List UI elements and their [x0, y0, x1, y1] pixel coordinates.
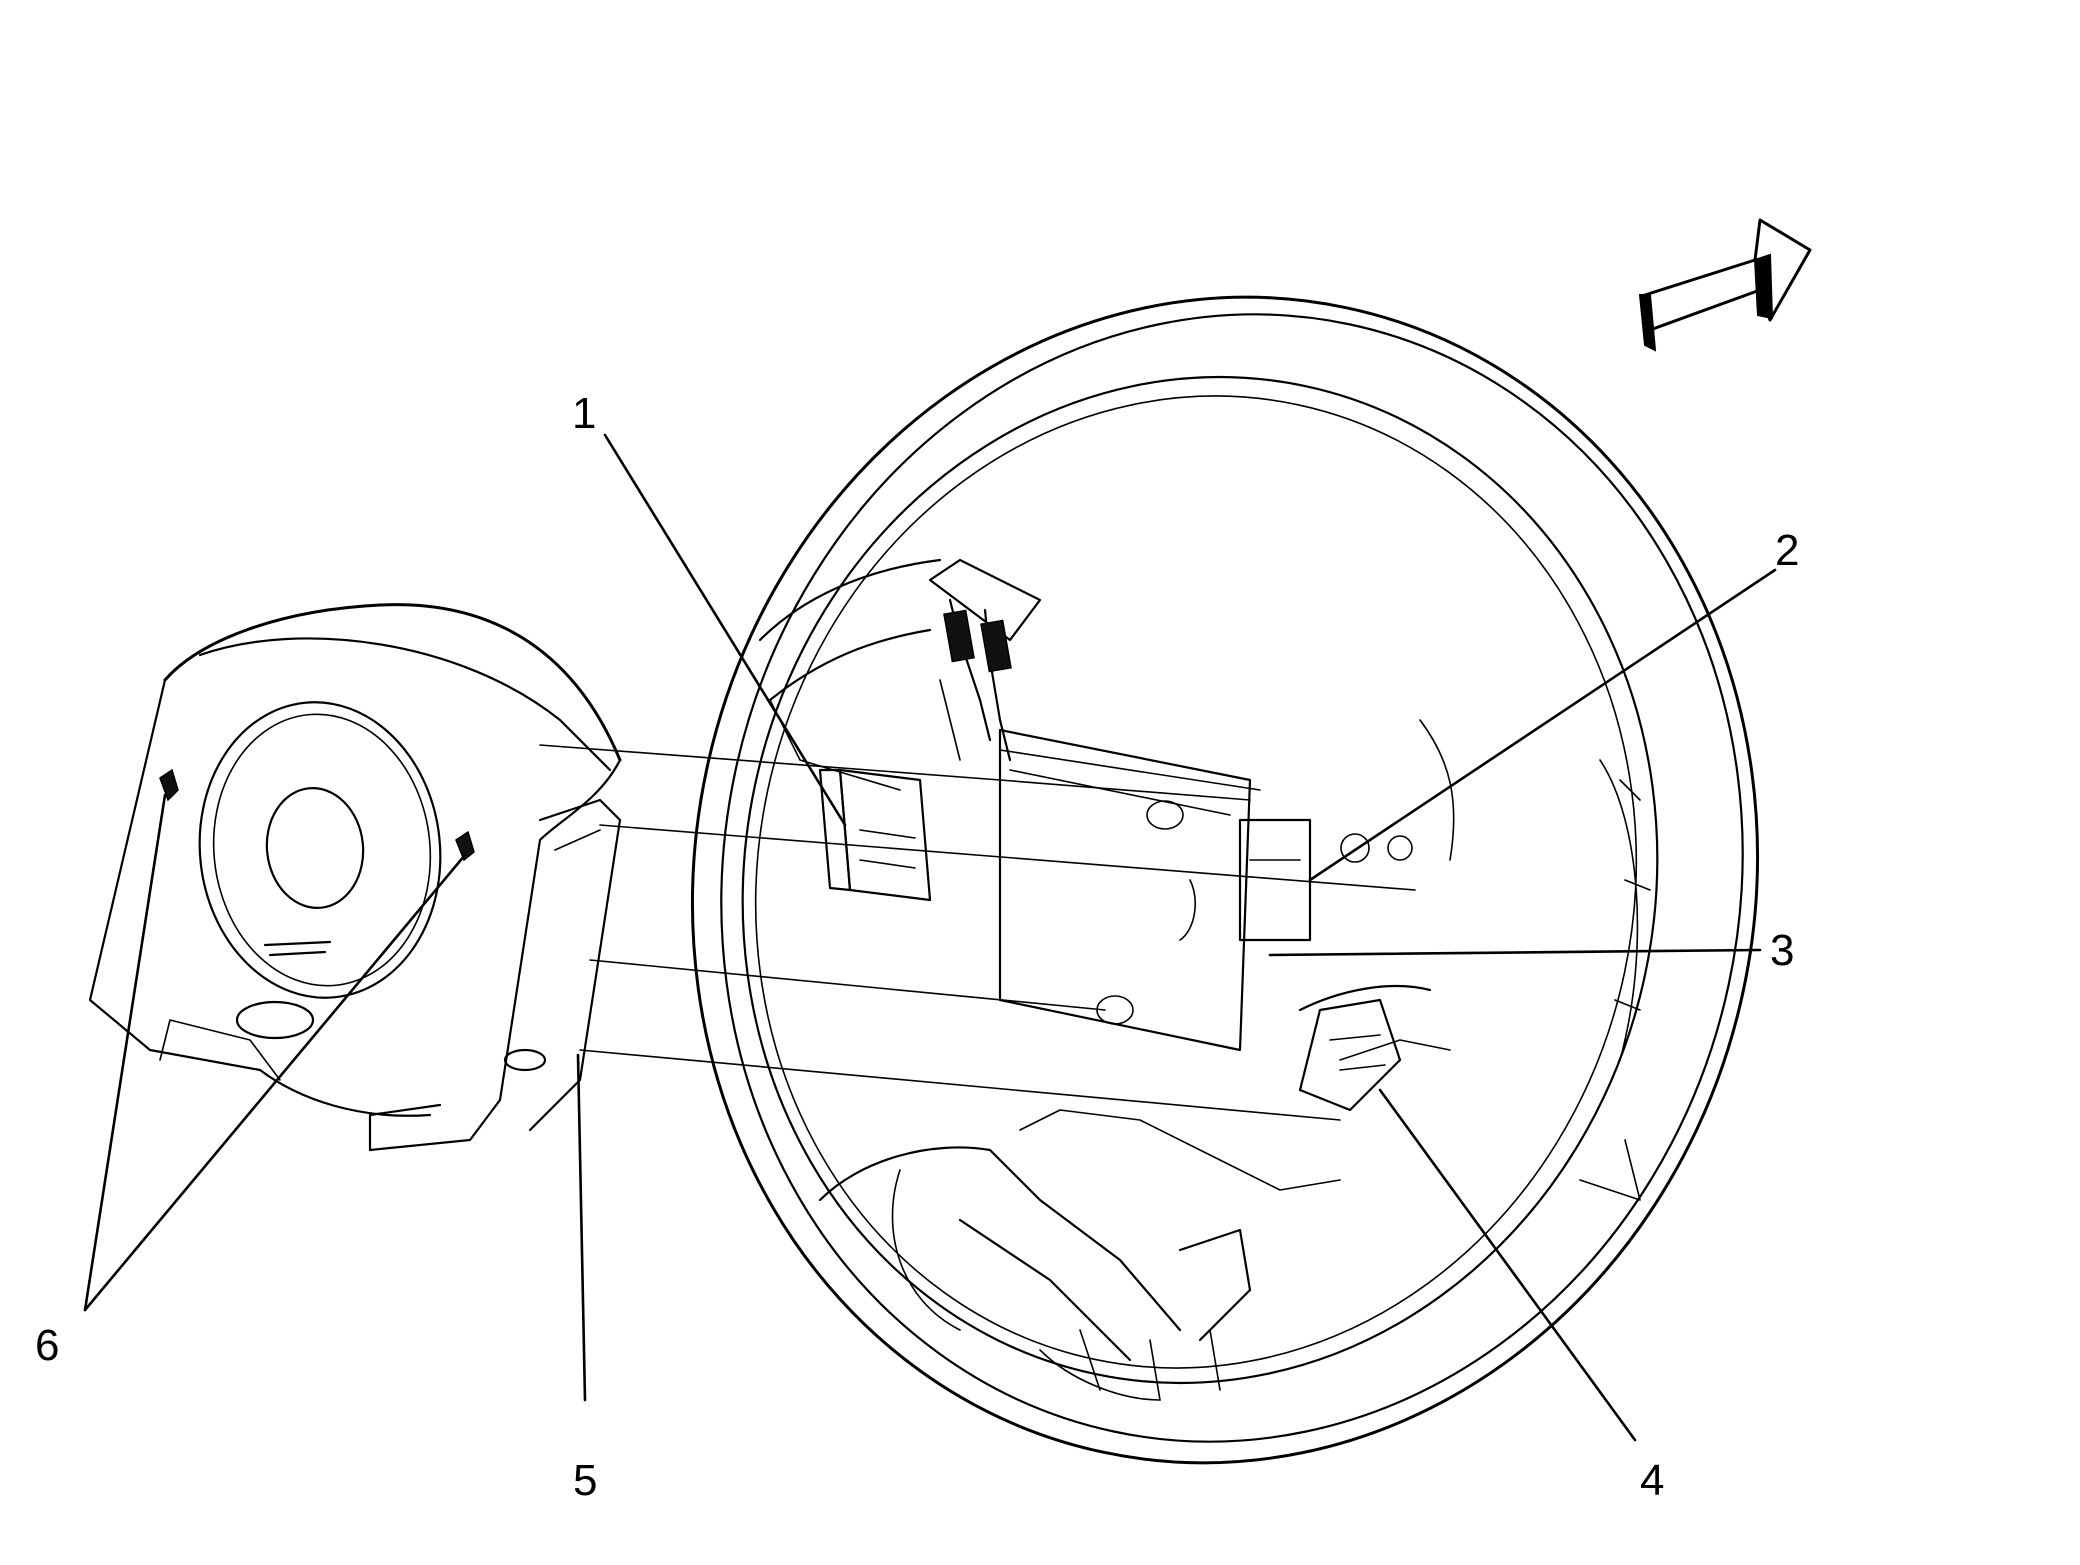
callout-3: 3	[1770, 926, 1794, 975]
assembly-lines	[539, 744, 1416, 1121]
leader-lines	[83, 433, 1777, 1442]
callout-6: 6	[35, 1321, 59, 1370]
callout-1: 1	[572, 389, 596, 438]
callout-4: 4	[1640, 1456, 1664, 1505]
leader-line-6b	[83, 853, 467, 1312]
callout-labels: 1 2 3 4 5 6	[35, 389, 1799, 1505]
leader-line-2	[1308, 568, 1777, 882]
leader-line-1	[603, 433, 847, 827]
leader-line-4	[1378, 1088, 1637, 1442]
leader-line-5	[576, 1053, 587, 1402]
callout-5: 5	[573, 1456, 597, 1505]
airbag-module	[88, 603, 622, 1152]
callout-2: 2	[1775, 526, 1799, 575]
leader-line-3	[1268, 948, 1762, 957]
forward-direction-arrow-icon	[1638, 218, 1812, 352]
leader-line-6a	[83, 793, 167, 1312]
steering-wheel	[691, 295, 1759, 1465]
